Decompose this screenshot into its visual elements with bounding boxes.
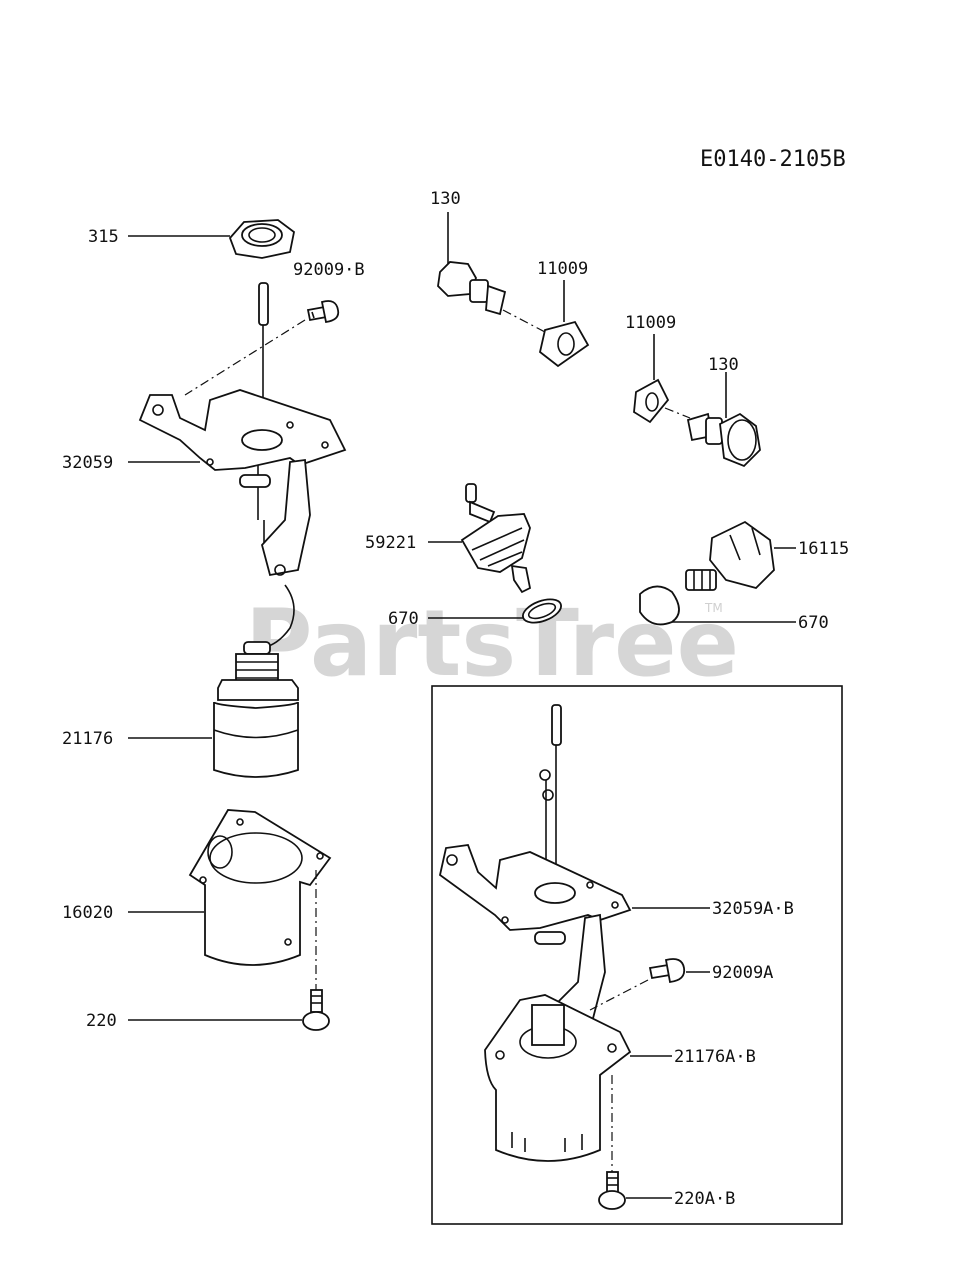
part-16020-cover[interactable]	[188, 809, 332, 966]
label-670-center[interactable]: 670	[388, 609, 419, 629]
watermark-trademark: TM	[704, 601, 723, 615]
part-92009b-bolt[interactable]	[306, 300, 340, 324]
part-220-screw[interactable]	[302, 989, 330, 1031]
label-11009-lower[interactable]: 11009	[625, 313, 676, 333]
part-130-plug-lower[interactable]	[686, 412, 761, 468]
part-59221-valve[interactable]	[460, 483, 532, 594]
label-92009a[interactable]: 92009A	[712, 963, 773, 983]
part-32059-bracket[interactable]	[138, 389, 347, 577]
part-11009-washer-lower[interactable]	[633, 378, 670, 424]
label-32059[interactable]: 32059	[62, 453, 113, 473]
label-16020[interactable]: 16020	[62, 903, 113, 923]
label-16115[interactable]: 16115	[798, 539, 849, 559]
part-alt-dipstick-wire	[539, 704, 562, 880]
part-315-nut[interactable]	[228, 219, 295, 259]
label-130-upper[interactable]: 130	[430, 189, 461, 209]
part-220ab-screw[interactable]	[598, 1171, 626, 1210]
label-220ab[interactable]: 220A·B	[674, 1189, 735, 1209]
label-92009b[interactable]: 92009·B	[293, 260, 365, 280]
part-16115-drain-plug[interactable]	[685, 520, 775, 591]
part-670-oring-right[interactable]	[639, 585, 680, 626]
label-21176[interactable]: 21176	[62, 729, 113, 749]
label-11009-upper[interactable]: 11009	[537, 259, 588, 279]
part-92009a-bolt[interactable]	[648, 958, 686, 983]
label-21176ab[interactable]: 21176A·B	[674, 1047, 756, 1067]
label-32059ab[interactable]: 32059A·B	[712, 899, 794, 919]
label-130-lower[interactable]: 130	[708, 355, 739, 375]
part-21176ab-switch[interactable]	[484, 994, 632, 1162]
part-130-plug-upper[interactable]	[437, 261, 507, 316]
diagram-code: E0140-2105B	[700, 147, 846, 172]
part-21176-sensor[interactable]	[213, 641, 299, 778]
part-670-oring-center[interactable]	[520, 595, 564, 627]
label-220[interactable]: 220	[86, 1011, 117, 1031]
label-670-right[interactable]: 670	[798, 613, 829, 633]
part-11009-washer-upper[interactable]	[538, 320, 590, 368]
label-315[interactable]: 315	[88, 227, 119, 247]
label-59221[interactable]: 59221	[365, 533, 416, 553]
alternate-assembly-box	[431, 685, 843, 1225]
